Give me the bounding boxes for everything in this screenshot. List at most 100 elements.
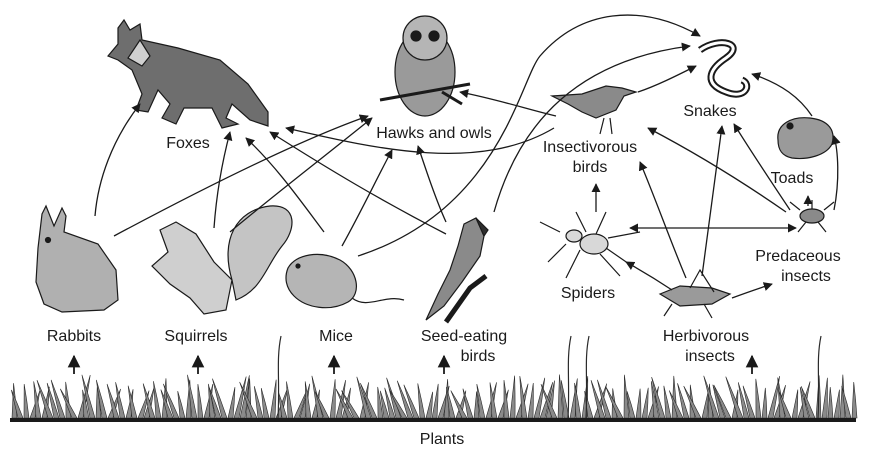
grass-blade xyxy=(160,389,174,419)
grass-blade xyxy=(177,391,186,419)
grass-blade xyxy=(314,391,330,419)
grass-blade xyxy=(712,384,726,419)
grass-blade xyxy=(791,389,799,419)
grass-blade xyxy=(335,388,354,419)
label-mice: Mice xyxy=(319,328,353,345)
grass-blade xyxy=(81,374,96,419)
arrow-rabbits-to-hawks xyxy=(113,114,369,237)
grass-blade xyxy=(417,383,426,419)
grass-blade xyxy=(527,382,534,419)
arrow-mice-to-snakes xyxy=(357,14,701,257)
grass-blade xyxy=(197,384,204,419)
squirrel-illustration xyxy=(151,205,293,315)
grass-blade xyxy=(462,388,474,419)
grass-blade xyxy=(519,375,528,419)
label-plants: Plants xyxy=(420,431,464,448)
grass-blade xyxy=(450,390,468,419)
grass-blade xyxy=(356,376,372,419)
grass-blade xyxy=(597,379,612,419)
grass-blade xyxy=(703,375,720,419)
grass-blade xyxy=(388,388,408,419)
grass-blade xyxy=(821,377,828,419)
grass-blade xyxy=(329,379,336,419)
grass-blade xyxy=(683,385,702,419)
arrow-herbivorous-to-snakes xyxy=(701,125,726,277)
label-predaceous-insects-line2: insects xyxy=(781,268,831,285)
arrow-predaceous-to-foxes-link xyxy=(831,135,841,211)
arrow-herbivorous-to-predaceous-insects xyxy=(731,282,773,299)
insectivorous-bird-illustration xyxy=(549,85,639,135)
mouse-illustration xyxy=(285,253,405,309)
arrow-rabbits-to-foxes xyxy=(94,103,141,217)
grass-blade xyxy=(142,383,156,419)
label-foxes: Foxes xyxy=(166,135,210,152)
seed-stalk xyxy=(585,335,590,419)
grass-blade xyxy=(473,391,480,419)
ground-line xyxy=(10,418,856,422)
grass-blade xyxy=(286,381,294,419)
label-hawks-and-owls: Hawks and owls xyxy=(376,125,492,142)
grass-blade xyxy=(663,385,672,419)
snake-illustration xyxy=(697,39,751,98)
grass-blade xyxy=(489,382,498,419)
arrow-seed-birds-to-snakes xyxy=(493,42,691,213)
grass-blade xyxy=(269,379,277,419)
arrow-insectivorous-birds-to-snakes xyxy=(637,65,697,93)
label-herbivorous-insects-line1: Herbivorous xyxy=(663,328,749,345)
grass-blade xyxy=(737,382,750,419)
grass-blade xyxy=(560,380,570,419)
label-snakes: Snakes xyxy=(683,103,736,120)
grass-blade xyxy=(476,384,486,419)
grass-blade xyxy=(503,380,510,419)
label-toads: Toads xyxy=(771,170,814,187)
grass-blade xyxy=(761,387,768,419)
grass-blade xyxy=(778,390,792,419)
label-rabbits: Rabbits xyxy=(47,328,101,345)
grass-blade xyxy=(253,386,264,419)
grass-blade xyxy=(650,381,660,419)
grass-blade xyxy=(651,376,666,419)
arrow-seed-birds-to-foxes xyxy=(269,131,447,235)
grass-blade xyxy=(377,386,384,419)
grass-blade xyxy=(33,381,42,419)
grass-blade xyxy=(841,385,852,419)
grass-blade xyxy=(50,379,66,419)
grass-blade xyxy=(851,381,858,419)
label-predaceous-insects-line1: Predaceous xyxy=(755,248,840,265)
arrow-seed-birds-to-hawks xyxy=(416,145,447,223)
label-seed-eating-birds-line2: birds xyxy=(461,348,496,365)
arrow-squirrels-to-foxes xyxy=(213,131,233,229)
grass-blade xyxy=(11,389,24,419)
grass-blade xyxy=(742,385,756,419)
grass-blade xyxy=(187,374,198,419)
label-spiders: Spiders xyxy=(561,285,615,302)
grass-blade xyxy=(540,383,558,419)
grass-blade xyxy=(360,382,378,419)
label-herbivorous-insects-line2: insects xyxy=(685,348,735,365)
grass-blade xyxy=(341,390,360,419)
grass-blade xyxy=(590,380,606,419)
grass-blade xyxy=(827,386,834,419)
label-insectivorous-birds-line1: Insectivorous xyxy=(543,139,637,156)
grass-blade xyxy=(260,388,270,419)
grass-blade xyxy=(384,387,396,419)
grass-blade xyxy=(212,378,228,419)
grasshopper-illustration xyxy=(658,268,732,319)
label-insectivorous-birds-line2: birds xyxy=(573,159,608,176)
grass-blade xyxy=(163,383,180,419)
label-seed-eating-birds-line1: Seed-eating xyxy=(421,328,507,345)
grass-blade xyxy=(127,385,138,419)
arrow-predaceous-to-insectivorous-birds xyxy=(647,127,787,213)
rabbit-illustration xyxy=(35,204,119,313)
arrow-herbivorous-to-insectivorous-birds xyxy=(638,161,687,279)
seed-eating-bird-illustration xyxy=(425,217,489,324)
grass-blade xyxy=(36,380,54,419)
seed-stalk xyxy=(567,335,572,419)
grass-blade xyxy=(605,386,624,419)
grass-blade xyxy=(239,381,258,419)
grass-blade xyxy=(153,381,162,419)
grass-blade xyxy=(799,386,810,419)
grass-blade xyxy=(574,382,582,419)
grass-blade xyxy=(425,391,433,419)
